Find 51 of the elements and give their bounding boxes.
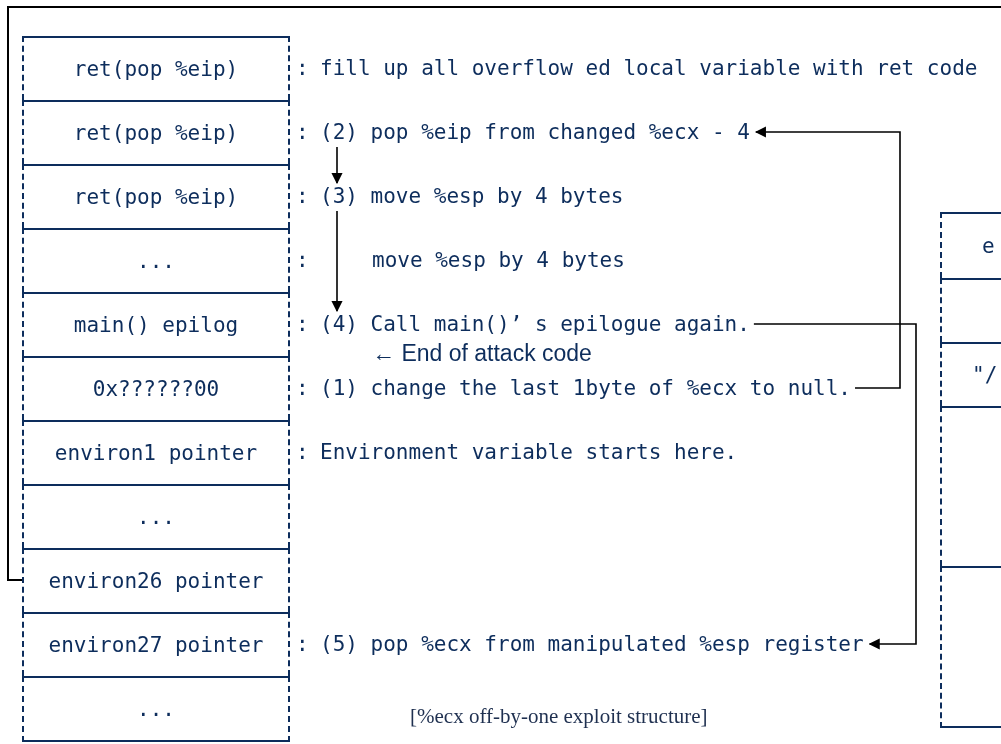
cell-text: environ26 pointer — [48, 569, 264, 593]
stack-cell — [940, 342, 1001, 406]
stack-cell — [22, 228, 290, 292]
arrow — [754, 126, 901, 389]
stack-cell — [22, 548, 290, 612]
annotation-text: (5) pop %ecx from manipulated %esp register — [320, 631, 864, 657]
annotation-text: fill up all overflow ed local variable with ret code — [320, 55, 978, 81]
annotation-text: (2) pop %eip from changed %ecx - 4 — [320, 119, 750, 145]
cell-text: 0x??????00 — [92, 377, 220, 401]
stack-cell — [22, 100, 290, 164]
stack-cell — [22, 36, 290, 100]
separator-colon: : — [296, 247, 309, 273]
cell-text: ... — [137, 505, 175, 529]
cell-text: ret(pop %eip) — [73, 121, 239, 145]
cell-text: "/ — [972, 363, 998, 387]
stack-cell — [22, 676, 290, 742]
stack-cell — [940, 212, 1001, 278]
stack-cell — [22, 356, 290, 420]
stack-cell — [22, 484, 290, 548]
separator-colon: : — [296, 119, 309, 145]
stack-cell — [22, 164, 290, 228]
separator-colon: : — [296, 55, 309, 81]
cell-text: environ27 pointer — [48, 633, 264, 657]
cell-text: ... — [137, 249, 175, 273]
separator-colon: : — [296, 311, 309, 337]
stack-cell — [940, 566, 1001, 728]
annotation-text: Environment variable starts here. — [320, 439, 738, 465]
separator-colon: : — [296, 183, 309, 209]
arrow — [331, 146, 343, 185]
separator-colon: : — [296, 439, 309, 465]
separator-colon: : — [296, 375, 309, 401]
arrow — [753, 323, 917, 650]
stack-cell — [940, 278, 1001, 342]
arrow — [331, 210, 343, 313]
annotation-text: (3) move %esp by 4 bytes — [320, 183, 624, 209]
stack-cell — [22, 612, 290, 676]
stack-cell — [22, 420, 290, 484]
cell-text: ... — [137, 697, 175, 721]
cell-text: e — [982, 234, 995, 258]
stack-cell — [940, 406, 1001, 566]
cell-text: ret(pop %eip) — [73, 57, 239, 81]
caption: [%ecx off-by-one exploit structure] — [410, 703, 708, 729]
cell-text: ret(pop %eip) — [73, 185, 239, 209]
cell-text: main() epilog — [73, 313, 239, 337]
annotation-text: (1) change the last 1byte of %ecx to null. — [320, 375, 851, 401]
cell-text: environ1 pointer — [54, 441, 258, 465]
annotation-text: move %esp by 4 bytes — [372, 247, 625, 273]
stack-cell — [22, 292, 290, 356]
note-text: ← End of attack code — [372, 340, 592, 366]
annotation-text: (4) Call main()’ s epilogue again. — [320, 311, 750, 337]
separator-colon: : — [296, 631, 309, 657]
